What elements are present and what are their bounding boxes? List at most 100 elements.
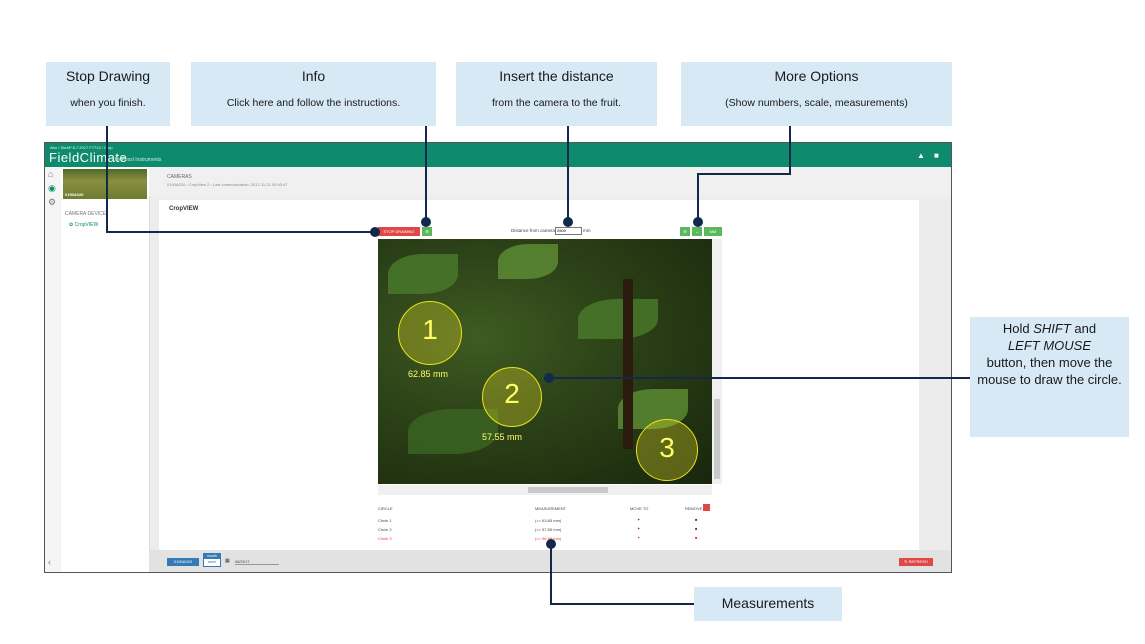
- table-header-measurement: MEASUREMENT: [535, 506, 567, 511]
- connector-stop-h: [106, 231, 374, 233]
- page-subtitle: 0190A020 › CropView 2 › Last communicati…: [167, 182, 288, 187]
- table-row-circle-2: Circle 2: [378, 527, 392, 532]
- branch: [623, 279, 633, 449]
- eye-icon[interactable]: ◉: [48, 183, 56, 193]
- measurement-circle-3[interactable]: 3: [636, 419, 698, 481]
- connector-more-dot: [693, 217, 703, 227]
- connector-shift-h: [548, 377, 970, 379]
- crop-photo[interactable]: 1 62.85 mm 2 57.55 mm 3: [378, 239, 712, 484]
- vertical-scroll-thumb[interactable]: [714, 399, 720, 479]
- refresh-label: REFRESH: [908, 559, 928, 564]
- connector-more-v2: [697, 173, 699, 219]
- callout-distance: Insert the distance from the camera to t…: [456, 62, 657, 126]
- crosshair-icon[interactable]: ✦: [637, 535, 641, 540]
- connector-info-v: [425, 126, 427, 221]
- scale-button[interactable]: ↔: [692, 227, 702, 236]
- station-panel: 0190A020 CAMERA DEVICE ✿ CropVIEW: [61, 167, 150, 572]
- user-icon[interactable]: ▲: [917, 151, 925, 160]
- trash-icon[interactable]: ■: [695, 517, 698, 522]
- sidebar-item-cropview-label: CropVIEW: [74, 222, 99, 228]
- callout-stop-text: when you finish.: [70, 97, 146, 109]
- circle-measurement-2: 57.55 mm: [482, 432, 523, 442]
- callout-shift-rest: button, then move the mouse to draw the …: [977, 355, 1122, 387]
- callout-info-text: Click here and follow the instructions.: [226, 97, 401, 109]
- info-icon: ⚙: [425, 229, 429, 234]
- trash-icon[interactable]: ■: [695, 526, 698, 531]
- refresh-button[interactable]: ↻ REFRESH: [899, 558, 933, 566]
- leaf-shape: [578, 299, 658, 339]
- vertical-scrollbar[interactable]: [712, 239, 722, 484]
- callout-shift-draw: Hold SHIFT and LEFT MOUSE button, then m…: [970, 317, 1129, 437]
- table-header-circle: CIRCLE: [378, 506, 393, 511]
- period-toggle[interactable]: month week: [203, 553, 221, 567]
- period-month[interactable]: month: [204, 554, 220, 559]
- callout-more-options: More Options (Show numbers, scale, measu…: [681, 62, 952, 126]
- table-header-remove: REMOVE: [685, 506, 703, 511]
- remove-all-button[interactable]: [703, 504, 710, 511]
- period-week[interactable]: week: [207, 560, 217, 564]
- connector-info-dot: [421, 217, 431, 227]
- crosshair-icon[interactable]: ✦: [637, 526, 641, 531]
- callout-distance-title: Insert the distance: [499, 68, 614, 84]
- trash-icon[interactable]: ■: [695, 535, 698, 540]
- app-window: Abo / SinAP 8.7.2017 F7713 / Crop FieldC…: [44, 142, 952, 573]
- measurement-circle-2[interactable]: 2: [482, 367, 542, 427]
- callout-info-title: Info: [301, 68, 326, 84]
- connector-distance-v: [567, 126, 569, 221]
- table-row-circle-1: Circle 1: [378, 518, 392, 523]
- connector-measure-v: [550, 543, 552, 605]
- top-breadcrumb: Abo / SinAP 8.7.2017 F7713 / Crop: [50, 145, 113, 150]
- callout-info: Info Click here and follow the instructi…: [191, 62, 436, 126]
- distance-unit: mm: [583, 228, 591, 233]
- callout-shift-hold: Hold: [1002, 321, 1030, 336]
- connector-stop-dot: [370, 227, 380, 237]
- calendar-icon[interactable]: ▦: [225, 558, 230, 564]
- camera-device-heading: CAMERA DEVICE: [65, 211, 107, 217]
- leaf-icon: ✿: [69, 222, 74, 228]
- circle-number-2: 2: [504, 378, 520, 409]
- horizontal-scrollbar[interactable]: [378, 485, 712, 495]
- callout-more-title: More Options: [774, 68, 859, 84]
- crosshair-icon[interactable]: ✦: [637, 517, 641, 522]
- top-bar: Abo / SinAP 8.7.2017 F7713 / Crop FieldC…: [45, 143, 951, 167]
- callout-shift-mouse: LEFT MOUSE: [1007, 338, 1092, 353]
- leaf-shape: [388, 254, 458, 294]
- sidebar-item-cropview[interactable]: ✿ CropVIEW: [69, 222, 98, 228]
- stop-drawing-button[interactable]: STOP DRAWING: [378, 227, 420, 236]
- date-input[interactable]: 08/2017: [235, 559, 279, 565]
- callout-measurements-title: Measurements: [721, 595, 815, 611]
- logo-subtitle: by Pessl Instruments: [115, 157, 162, 163]
- gear-icon: ⚙: [683, 229, 687, 234]
- leaf-shape: [408, 409, 498, 454]
- horizontal-scroll-thumb[interactable]: [528, 487, 608, 493]
- callout-shift-key: SHIFT: [1033, 321, 1071, 336]
- circle-measurement-1: 62.85 mm: [408, 369, 449, 379]
- measurement-unit-button[interactable]: MM: [704, 227, 722, 236]
- connector-shift-dot: [544, 373, 554, 383]
- connector-stop-v: [106, 126, 108, 233]
- home-icon[interactable]: ⌂: [48, 169, 54, 179]
- station-select[interactable]: 0190A020: [167, 558, 199, 566]
- collapse-icon[interactable]: ‹: [48, 557, 51, 567]
- circle-number-3: 3: [659, 432, 675, 463]
- connector-measure-h: [550, 603, 694, 605]
- callout-stop-title: Stop Drawing: [65, 68, 151, 84]
- page-title: CAMERAS: [167, 174, 192, 180]
- info-button[interactable]: ⚙: [422, 227, 432, 236]
- gear-icon[interactable]: ⚙: [48, 197, 57, 207]
- circle-number-1: 1: [422, 314, 438, 345]
- connector-more-h: [697, 173, 791, 175]
- table-header-move-to: MOVE TO: [630, 506, 649, 511]
- callout-shift-and: and: [1074, 321, 1097, 336]
- robot-icon[interactable]: ■: [934, 151, 939, 160]
- settings-button[interactable]: ⚙: [680, 227, 690, 236]
- page-header: CAMERAS 0190A020 › CropView 2 › Last com…: [149, 167, 951, 197]
- station-thumbnail[interactable]: 0190A020: [63, 169, 147, 199]
- leaf-shape: [498, 244, 558, 279]
- station-label: 0190A020: [65, 192, 84, 197]
- callout-more-text: (Show numbers, scale, measurements): [725, 97, 908, 109]
- table-row-measurement-1: (== 63.85 mm): [535, 518, 562, 523]
- distance-input[interactable]: 2500: [555, 227, 582, 235]
- measurement-circle-1[interactable]: 1: [398, 301, 462, 365]
- table-row-measurement-2: (== 57.55 mm): [535, 527, 562, 532]
